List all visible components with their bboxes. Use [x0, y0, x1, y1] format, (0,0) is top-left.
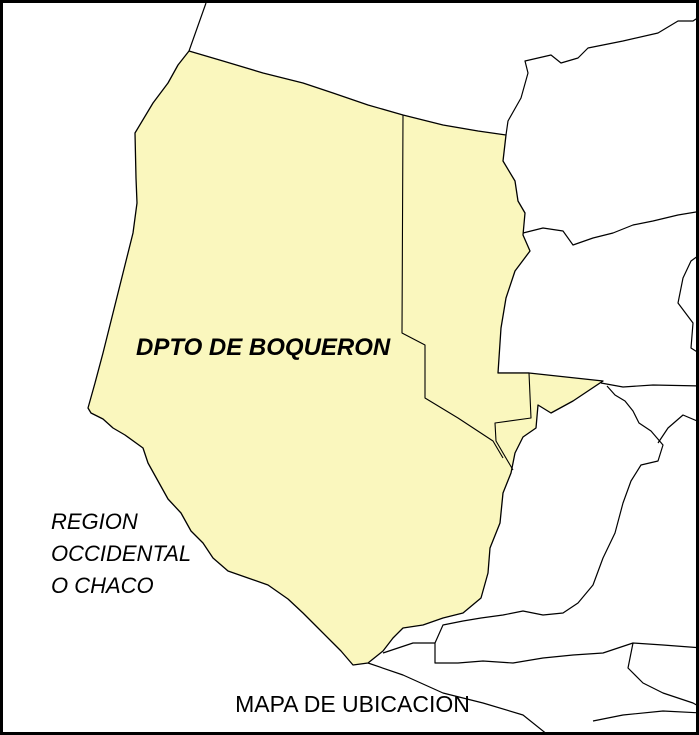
neighbor-boundary-east-2 [600, 382, 696, 388]
neighbor-department-northeast [505, 18, 696, 136]
neighbor-boundary-south-4 [367, 662, 546, 732]
neighbor-boundary-east-1 [522, 211, 696, 246]
neighbor-boundary-south-3 [382, 642, 435, 654]
map-canvas [87, 3, 696, 732]
neighbor-department-east [677, 256, 696, 352]
department-boqueron-shape [87, 50, 604, 666]
neighbor-boundary-south-5 [592, 710, 696, 722]
region-label: REGION OCCIDENTAL O CHACO [51, 506, 191, 602]
region-label-line-1: REGION [51, 509, 138, 534]
neighbor-department-southeast [434, 385, 696, 664]
neighbor-boundary-south-1 [657, 414, 696, 444]
map-title: MAPA DE UBICACION [235, 691, 470, 717]
district-boundary-2 [494, 372, 532, 471]
border-line-north [188, 3, 207, 52]
region-label-line-3: O CHACO [51, 573, 154, 598]
neighbor-boundary-south-2 [627, 642, 696, 706]
district-boundary-1 [401, 114, 504, 459]
department-label: DPTO DE BOQUERON [136, 334, 391, 361]
region-label-line-2: OCCIDENTAL [51, 541, 192, 566]
